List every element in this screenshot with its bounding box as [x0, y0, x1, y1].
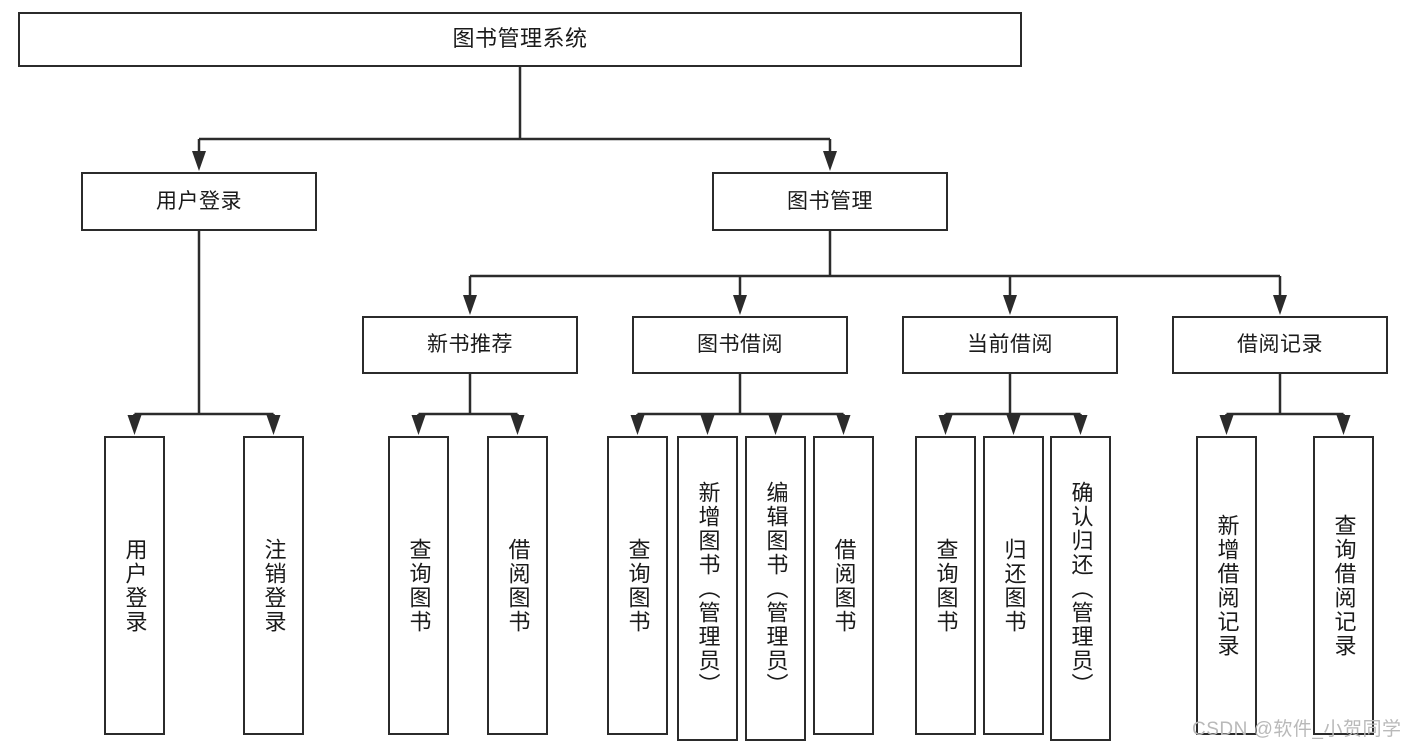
node-new-book-recommend[interactable]: 新书推荐	[362, 316, 578, 374]
node-label-user-login: 用户登录	[156, 189, 242, 213]
node-leaf-borrow-book-1[interactable]: 借阅图书	[487, 436, 548, 735]
csdn-watermark: CSDN @软件_小贺同学	[1192, 719, 1402, 740]
node-leaf-user-login[interactable]: 用户登录	[104, 436, 165, 735]
arrow-bookmanage-to-current-borrow	[1003, 295, 1017, 315]
arrow-book-borrow-to-leaf-edit-book	[768, 415, 783, 435]
arrow-borrow-record-to-leaf-add-record	[1219, 415, 1234, 435]
node-label-leaf-query-book-1: 查询图书	[406, 537, 432, 634]
node-leaf-query-book-3[interactable]: 查询图书	[915, 436, 976, 735]
arrow-user-login-to-leaf-user-logout	[266, 415, 281, 435]
arrow-book-borrow-to-leaf-borrow-book-2	[836, 415, 851, 435]
node-leaf-query-book-2[interactable]: 查询图书	[607, 436, 668, 735]
node-label-leaf-return-book: 归还图书	[1001, 537, 1027, 634]
arrow-book-borrow-to-leaf-add-book	[700, 415, 715, 435]
node-label-current-borrow: 当前借阅	[967, 333, 1053, 357]
arrow-current-borrow-to-leaf-return-book	[1006, 415, 1021, 435]
arrow-current-borrow-to-leaf-confirm-return	[1073, 415, 1088, 435]
node-leaf-edit-book[interactable]: 编辑图书（管理员）	[745, 436, 806, 741]
node-label-leaf-confirm-return: 确认归还（管理员）	[1068, 480, 1094, 697]
node-leaf-user-logout[interactable]: 注销登录	[243, 436, 304, 735]
node-current-borrow[interactable]: 当前借阅	[902, 316, 1118, 374]
node-label-leaf-query-book-2: 查询图书	[625, 537, 651, 634]
arrow-borrow-record-to-leaf-query-record	[1336, 415, 1351, 435]
node-leaf-query-record[interactable]: 查询借阅记录	[1313, 436, 1374, 735]
node-borrow-record[interactable]: 借阅记录	[1172, 316, 1388, 374]
node-label-leaf-borrow-book-2: 借阅图书	[831, 537, 857, 634]
node-label-borrow-record: 借阅记录	[1237, 333, 1323, 357]
node-leaf-query-book-1[interactable]: 查询图书	[388, 436, 449, 735]
node-label-leaf-add-book: 新增图书（管理员）	[695, 480, 721, 697]
arrow-root-to-book-manage	[823, 151, 837, 171]
node-label-leaf-borrow-book-1: 借阅图书	[505, 537, 531, 634]
arrow-user-login-to-leaf-user-login	[127, 415, 142, 435]
node-label-book-manage: 图书管理	[787, 189, 873, 213]
arrow-new-book-recommend-to-leaf-borrow-book-1	[510, 415, 525, 435]
node-leaf-add-book[interactable]: 新增图书（管理员）	[677, 436, 738, 741]
arrow-bookmanage-to-book-borrow	[733, 295, 747, 315]
node-label-book-borrow: 图书借阅	[697, 333, 783, 357]
node-root[interactable]: 图书管理系统	[18, 12, 1022, 67]
arrow-new-book-recommend-to-leaf-query-book-1	[411, 415, 426, 435]
node-label-root: 图书管理系统	[452, 26, 588, 52]
node-leaf-confirm-return[interactable]: 确认归还（管理员）	[1050, 436, 1111, 741]
node-leaf-borrow-book-2[interactable]: 借阅图书	[813, 436, 874, 735]
arrow-root-to-user-login	[192, 151, 206, 171]
node-label-leaf-add-record: 新增借阅记录	[1214, 513, 1240, 658]
node-leaf-add-record[interactable]: 新增借阅记录	[1196, 436, 1257, 735]
node-label-leaf-query-record: 查询借阅记录	[1331, 513, 1357, 658]
node-user-login[interactable]: 用户登录	[81, 172, 317, 231]
node-label-leaf-user-login: 用户登录	[122, 537, 148, 634]
node-label-leaf-edit-book: 编辑图书（管理员）	[763, 480, 789, 697]
node-label-leaf-user-logout: 注销登录	[261, 537, 287, 634]
node-book-borrow[interactable]: 图书借阅	[632, 316, 848, 374]
arrow-current-borrow-to-leaf-query-book-3	[938, 415, 953, 435]
node-label-new-book-recommend: 新书推荐	[427, 333, 513, 357]
node-book-manage[interactable]: 图书管理	[712, 172, 948, 231]
node-leaf-return-book[interactable]: 归还图书	[983, 436, 1044, 735]
node-label-leaf-query-book-3: 查询图书	[933, 537, 959, 634]
arrow-bookmanage-to-new-book-recommend	[463, 295, 477, 315]
arrow-bookmanage-to-borrow-record	[1273, 295, 1287, 315]
arrow-book-borrow-to-leaf-query-book-2	[630, 415, 645, 435]
